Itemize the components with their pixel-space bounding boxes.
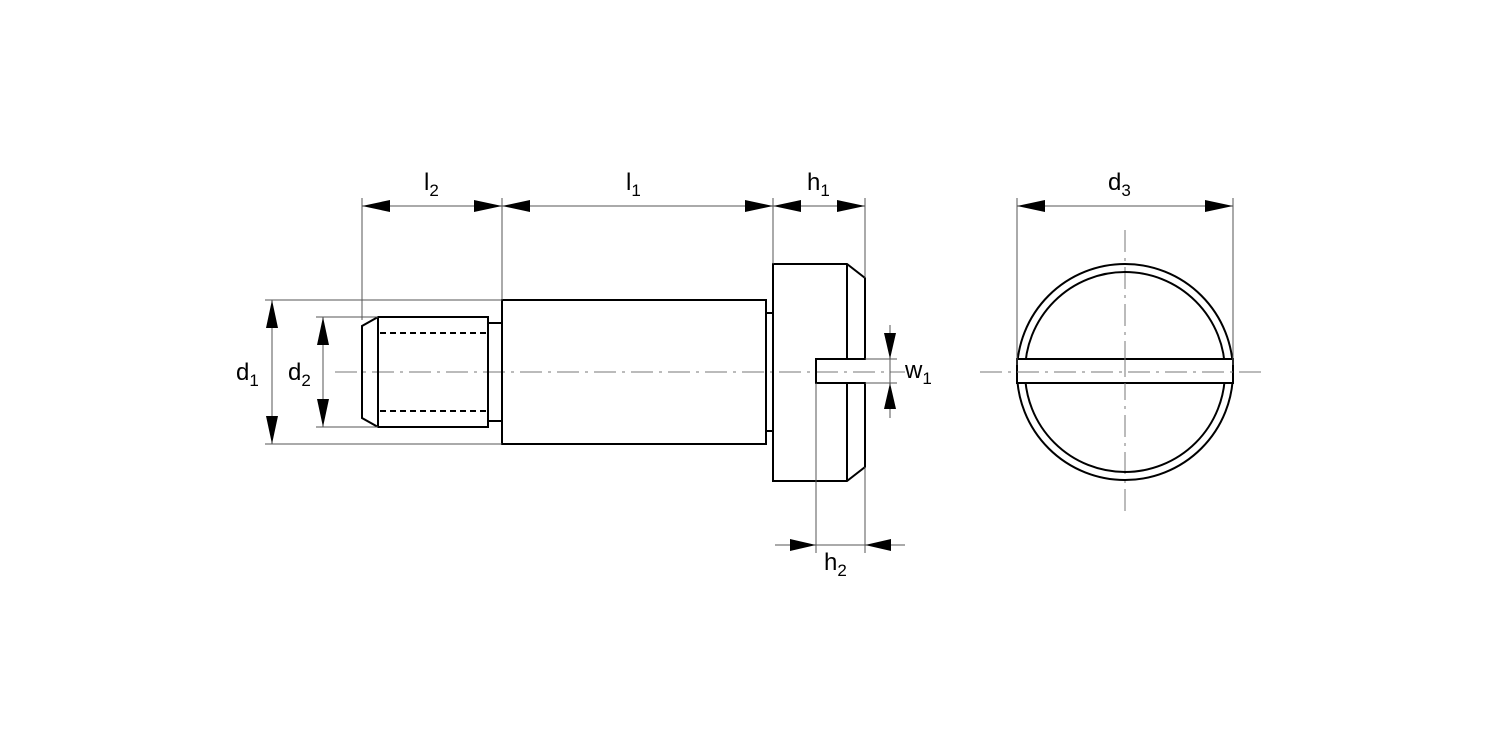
dimension-label-d3: d3: [1108, 169, 1131, 200]
dimension-label-l1: l1: [626, 169, 641, 200]
dimension-arrows: [266, 200, 1233, 551]
dimension-label-d2: d2: [288, 359, 311, 390]
dimension-label-l2: l2: [424, 169, 439, 200]
dimension-label-h1: h1: [807, 169, 830, 200]
dimension-label-h2: h2: [824, 549, 847, 580]
end-view: [980, 263, 1265, 481]
dimension-label-w1: w1: [904, 357, 932, 388]
dimension-label-d1: d1: [236, 359, 259, 390]
extension-lines: [265, 198, 1234, 553]
